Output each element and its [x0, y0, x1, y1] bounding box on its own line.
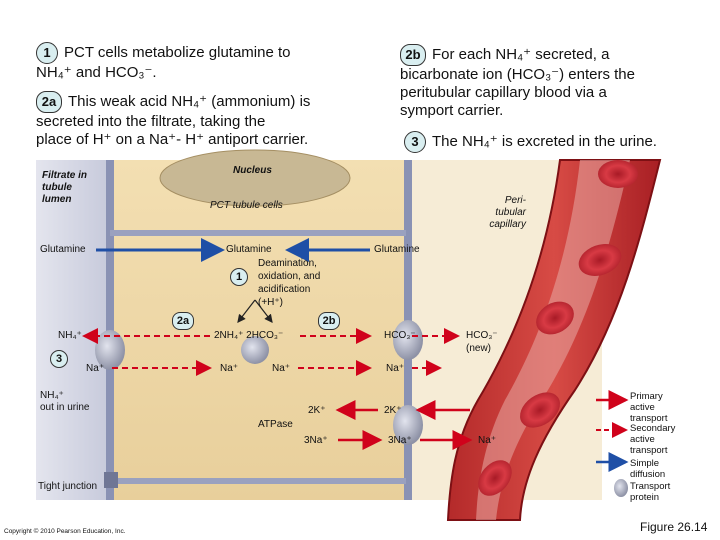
step-2b-badge: 2b [400, 44, 426, 66]
step-2a-text: 2a This weak acid NH₄⁺ (ammonium) is secr… [36, 91, 376, 149]
red-blood-cell-1 [598, 160, 638, 188]
na-cell-label-1: Na⁺ [220, 363, 239, 374]
step-2a-line1: This weak acid NH₄⁺ (ammonium) is [68, 92, 311, 110]
symport-carrier-protein [393, 320, 423, 360]
na-blood-label: Na⁺ [386, 363, 405, 374]
lateral-membrane-bottom [110, 478, 406, 484]
red-blood-cell-3 [536, 301, 574, 335]
step-3-badge: 3 [404, 131, 426, 153]
tight-junction-mark [104, 472, 118, 488]
deamination-line-2: oxidation, and [258, 271, 321, 282]
copyright-text: Copyright © 2010 Pearson Education, Inc. [4, 528, 126, 535]
k-right-label: 2K⁺ [384, 405, 402, 416]
pct-cells-label: PCT tubule cells [210, 200, 283, 211]
diagram-badge-2a: 2a [172, 312, 194, 330]
step-2a-line3: place of H⁺ on a Na⁺- H⁺ antiport carrie… [36, 131, 309, 148]
diagram-badge-2b: 2b [318, 312, 340, 330]
nucleus-label: Nucleus [233, 165, 272, 176]
step-1-line1: PCT cells metabolize glutamine to [64, 43, 291, 61]
legend-protein-icon [614, 479, 628, 497]
step-1-line2: NH₄⁺ and HCO₃⁻. [36, 64, 157, 81]
legend-secondary-text: Secondary active transport [630, 423, 676, 456]
tight-junction-label: Tight junction [38, 481, 98, 492]
glutamine-blood-label: Glutamine [374, 244, 420, 255]
k-left-label: 2K⁺ [308, 405, 326, 416]
hco3-new-label-1: HCO₃⁻ [466, 330, 498, 341]
diagram-badge-3: 3 [50, 350, 68, 368]
step-2b-line3: peritubular capillary blood via a [400, 84, 607, 101]
products-label: 2NH₄⁺ 2HCO₃⁻ [214, 330, 284, 341]
legend-diffusion-text: Simple diffusion [630, 458, 666, 480]
step-2b-text: 2b For each NH₄⁺ secreted, a bicarbonate … [400, 44, 700, 120]
step-2b-line1: For each NH₄⁺ secreted, a [432, 45, 610, 63]
nh4-urine-label-2: out in urine [40, 402, 90, 413]
hco3-out-label: HCO₃⁻ [384, 330, 416, 341]
diagram-badge-1: 1 [230, 268, 248, 286]
nh4-urine-label-1: NH₄⁺ [40, 390, 64, 401]
filtrate-label: Filtrate in tubule lumen [42, 170, 88, 205]
red-blood-cell-4 [520, 392, 560, 428]
step-2a-badge: 2a [36, 91, 62, 113]
na-lumen-label: Na⁺ [86, 363, 105, 374]
step-3-text: 3 The NH₄⁺ is excreted in the urine. [404, 131, 704, 153]
antiport-carrier-protein [95, 330, 125, 370]
red-blood-cell-5 [478, 460, 512, 496]
nh4-lumen-label: NH₄⁺ [58, 330, 82, 341]
legend-primary-text: Primary active transport [630, 391, 668, 424]
lateral-membrane-top [110, 230, 406, 236]
cell-protein-mid [241, 336, 269, 364]
na-cell-label-2: Na⁺ [272, 363, 291, 374]
red-blood-cell-2 [578, 244, 622, 276]
metabolism-arrow-left [237, 299, 256, 323]
hco3-new-label-2: (new) [466, 343, 492, 354]
atpase-label: ATPase [258, 419, 293, 430]
glutamine-lumen-label: Glutamine [40, 244, 86, 255]
nucleus [159, 149, 351, 207]
step-2b-line4: symport carrier. [400, 102, 504, 119]
glutamine-cell-label: Glutamine [226, 244, 272, 255]
step-2a-line2: secreted into the filtrate, taking the [36, 113, 266, 130]
deamination-line-4: (+H⁺) [258, 297, 283, 308]
step-2b-line2: bicarbonate ion (HCO₃⁻) enters the [400, 66, 635, 83]
step-3-line1: The NH₄⁺ is excreted in the urine. [432, 132, 657, 150]
figure-number: Figure 26.14 [640, 520, 708, 534]
deamination-line-3: acidification [258, 284, 311, 295]
peritubular-label: Peri-tubular capillary [489, 195, 526, 230]
deamination-line-1: Deamination, [258, 258, 317, 269]
na3-right-label: 3Na⁺ [388, 435, 412, 446]
na-capillary-label: Na⁺ [478, 435, 497, 446]
metabolism-arrow-right [254, 299, 273, 323]
na3-left-label: 3Na⁺ [304, 435, 328, 446]
legend-protein-text: Transport protein [630, 481, 671, 503]
